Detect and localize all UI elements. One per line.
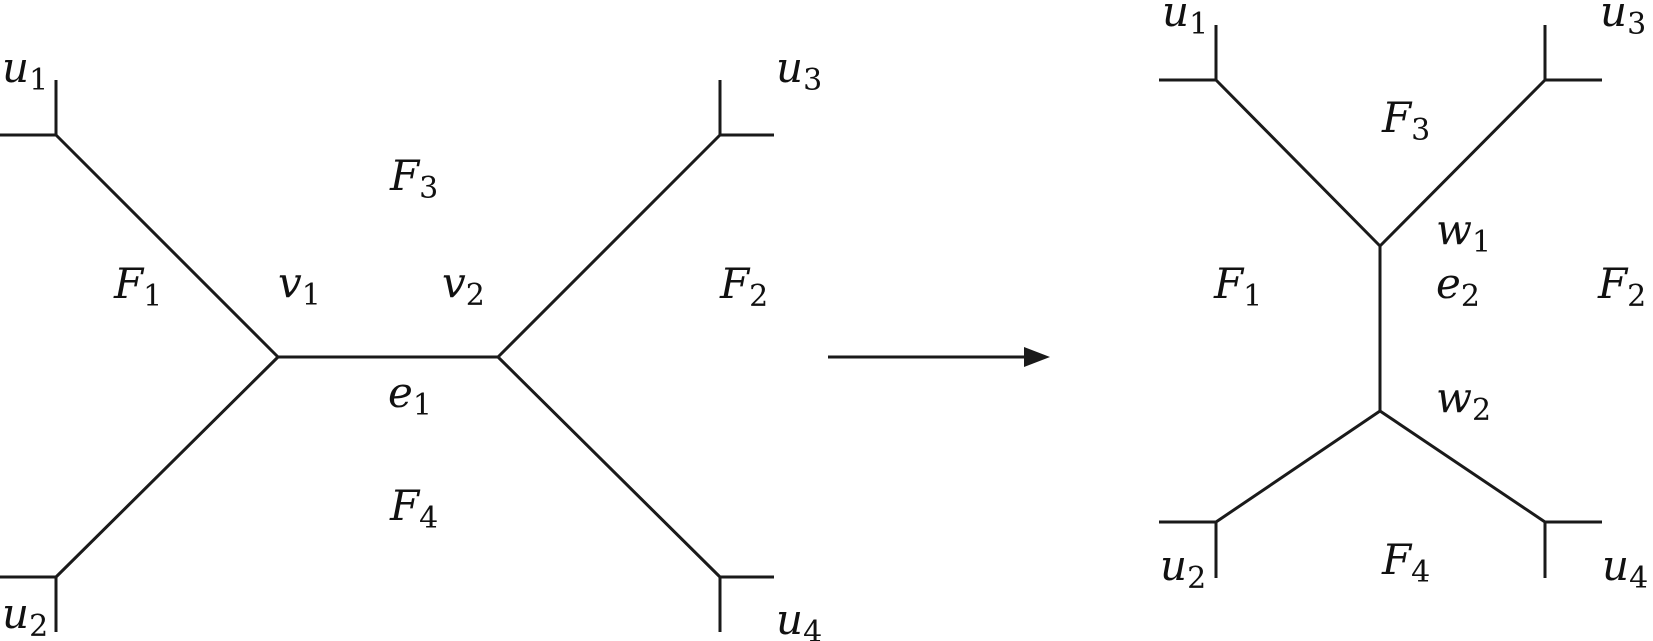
left-graph: u1 u2 u3 u4 v1 v2 e1 F1 F2 F3 F4	[0, 43, 822, 641]
left-label-u4: u4	[776, 595, 822, 641]
right-label-F2: F2	[1597, 259, 1646, 314]
transform-arrow	[828, 347, 1050, 367]
right-graph: u1 u3 u2 u4 w1 w2 e2 F1 F2 F3 F4	[1159, 0, 1648, 596]
arrow-head-icon	[1024, 347, 1050, 367]
left-label-u2: u2	[2, 589, 48, 641]
left-label-F3: F3	[389, 151, 438, 206]
right-label-u4: u4	[1602, 541, 1648, 596]
right-edge-w1-u1	[1214, 78, 1382, 248]
left-edge-v2-u4	[496, 355, 722, 579]
right-label-e2: e2	[1436, 259, 1480, 314]
right-label-u3: u3	[1600, 0, 1646, 42]
right-label-w2: w2	[1436, 373, 1491, 428]
right-label-w1: w1	[1436, 205, 1491, 260]
right-edge-w2-u4	[1379, 409, 1546, 524]
right-label-u1: u1	[1162, 0, 1208, 42]
left-label-v1: v1	[278, 258, 321, 313]
left-label-F1: F1	[113, 259, 162, 314]
right-label-F4: F4	[1381, 535, 1430, 590]
left-label-F4: F4	[389, 481, 438, 536]
left-edge-v2-u3	[496, 133, 722, 359]
left-edge-v1-u1	[54, 133, 280, 359]
right-label-F3: F3	[1381, 93, 1430, 148]
right-edge-w2-u2	[1215, 409, 1381, 524]
right-edge-w1-u3	[1378, 78, 1547, 248]
right-label-u2: u2	[1160, 541, 1206, 596]
left-label-F2: F2	[719, 259, 768, 314]
left-label-u1: u1	[2, 43, 48, 98]
left-edge-v1-u2	[54, 355, 280, 579]
left-label-e1: e1	[388, 368, 432, 423]
left-label-u3: u3	[776, 43, 822, 98]
right-label-F1: F1	[1213, 259, 1262, 314]
left-label-v2: v2	[442, 258, 485, 313]
